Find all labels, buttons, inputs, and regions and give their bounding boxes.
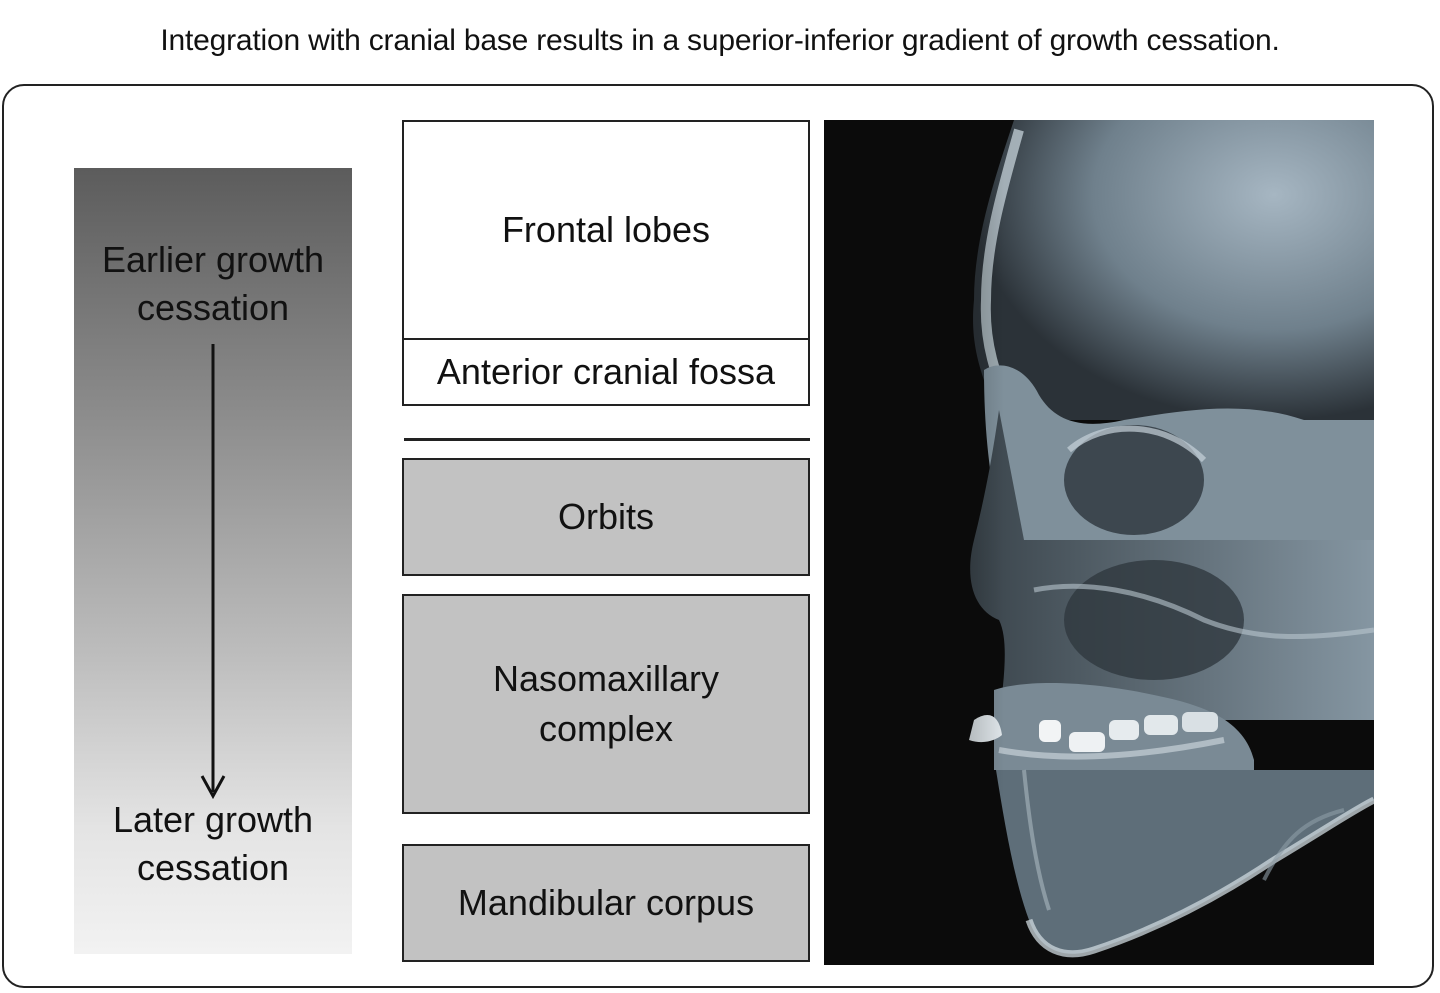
anterior-cranial-fossa-label: Anterior cranial fossa bbox=[436, 351, 776, 392]
lateral-skull-xray-icon bbox=[824, 120, 1374, 965]
down-arrow-icon bbox=[200, 344, 226, 800]
mandibular-corpus-label: Mandibular corpus bbox=[457, 882, 755, 923]
nasomaxillary-complex-box: Nasomaxillary complex bbox=[402, 594, 810, 814]
orbits-box: Orbits bbox=[402, 458, 810, 576]
later-growth-label: Later growth cessation bbox=[112, 799, 314, 888]
mandibular-corpus-box: Mandibular corpus bbox=[402, 844, 810, 962]
figure-caption: Integration with cranial base results in… bbox=[160, 24, 1280, 57]
earlier-growth-label: Earlier growth cessation bbox=[101, 239, 325, 328]
cranial-facial-divider bbox=[404, 438, 810, 441]
frontal-lobes-label: Frontal lobes bbox=[501, 209, 711, 250]
growth-cessation-gradient-bar: Earlier growth cessation Later growth ce… bbox=[74, 168, 352, 954]
anterior-cranial-fossa-box: Anterior cranial fossa bbox=[402, 338, 810, 406]
orbits-label: Orbits bbox=[557, 496, 654, 537]
frontal-lobes-box: Frontal lobes bbox=[402, 120, 810, 340]
nasomaxillary-complex-label: Nasomaxillary complex bbox=[492, 658, 720, 749]
diagram-frame bbox=[2, 84, 1434, 988]
